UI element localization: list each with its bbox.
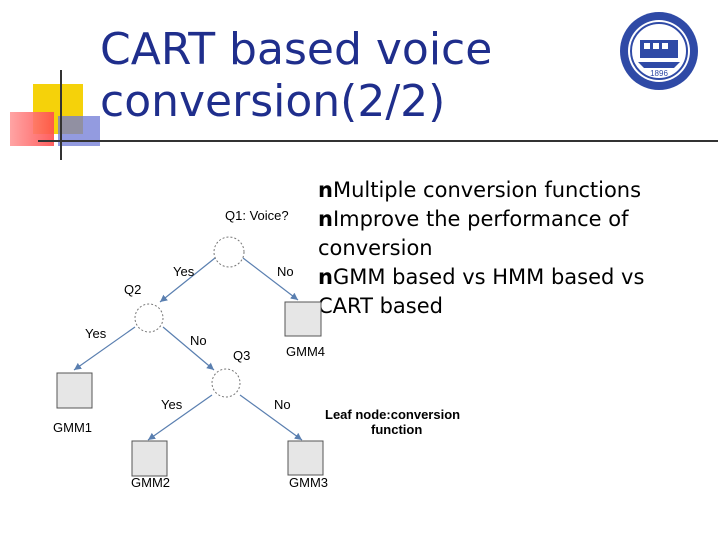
bullet-text: GMM based vs HMM based vs [332,265,645,289]
edge-q2-yes [73,326,136,371]
bullet-text: Improve the performance of [332,207,629,231]
bullet-line-5: CART based [318,292,718,321]
label-q2-no: No [190,333,207,348]
label-q3-no: No [274,397,291,412]
label-q2-yes: Yes [85,326,107,341]
label-q2: Q2 [124,282,141,297]
leaf-gmm4 [284,301,322,337]
deco-vertical-line [60,70,62,160]
bullet-marker: n [318,265,333,289]
leaf-gmm1 [56,372,93,409]
bullet-marker: n [318,178,333,202]
bullet-marker: n [318,207,333,231]
label-leaf-note-1: Leaf node:conversion [325,407,460,422]
label-gmm3: GMM3 [289,475,328,490]
bullet-text: Multiple conversion functions [332,178,642,202]
page-title: CART based voice conversion(2/2) [100,24,492,128]
title-line-2: conversion(2/2) [100,76,446,127]
node-q1 [213,236,245,268]
label-gmm2: GMM2 [131,475,170,490]
label-gmm1: GMM1 [53,420,92,435]
leaf-gmm2 [131,440,168,477]
university-seal-icon: 1896 [620,12,698,90]
node-q2 [134,303,164,333]
label-gmm4: GMM4 [286,344,325,359]
bullet-line-4: nGMM based vs HMM based vs [318,263,718,292]
edge-q3-yes [147,394,213,441]
label-q3: Q3 [233,348,250,363]
bullet-list: nMultiple conversion functions nImprove … [318,176,718,321]
bullet-line-3: conversion [318,234,718,263]
bullet-line-2: nImprove the performance of [318,205,718,234]
bullet-line-1: nMultiple conversion functions [318,176,718,205]
edge-q1-no [242,257,299,301]
label-q3-yes: Yes [161,397,183,412]
bullet-text: conversion [318,236,433,260]
label-q1-no: No [277,264,294,279]
title-line-1: CART based voice [100,24,493,75]
bullet-text: CART based [318,294,443,318]
edge-q1-yes [159,257,216,303]
leaf-gmm3 [287,440,324,476]
edge-q3-no [239,394,303,441]
label-q1-yes: Yes [173,264,195,279]
logo-year: 1896 [650,69,668,78]
deco-horizontal-line [38,140,718,142]
label-q1: Q1: Voice? [225,208,289,223]
label-leaf-note-2: function [371,422,422,437]
node-q3 [211,368,241,398]
edge-q2-no [162,326,215,371]
